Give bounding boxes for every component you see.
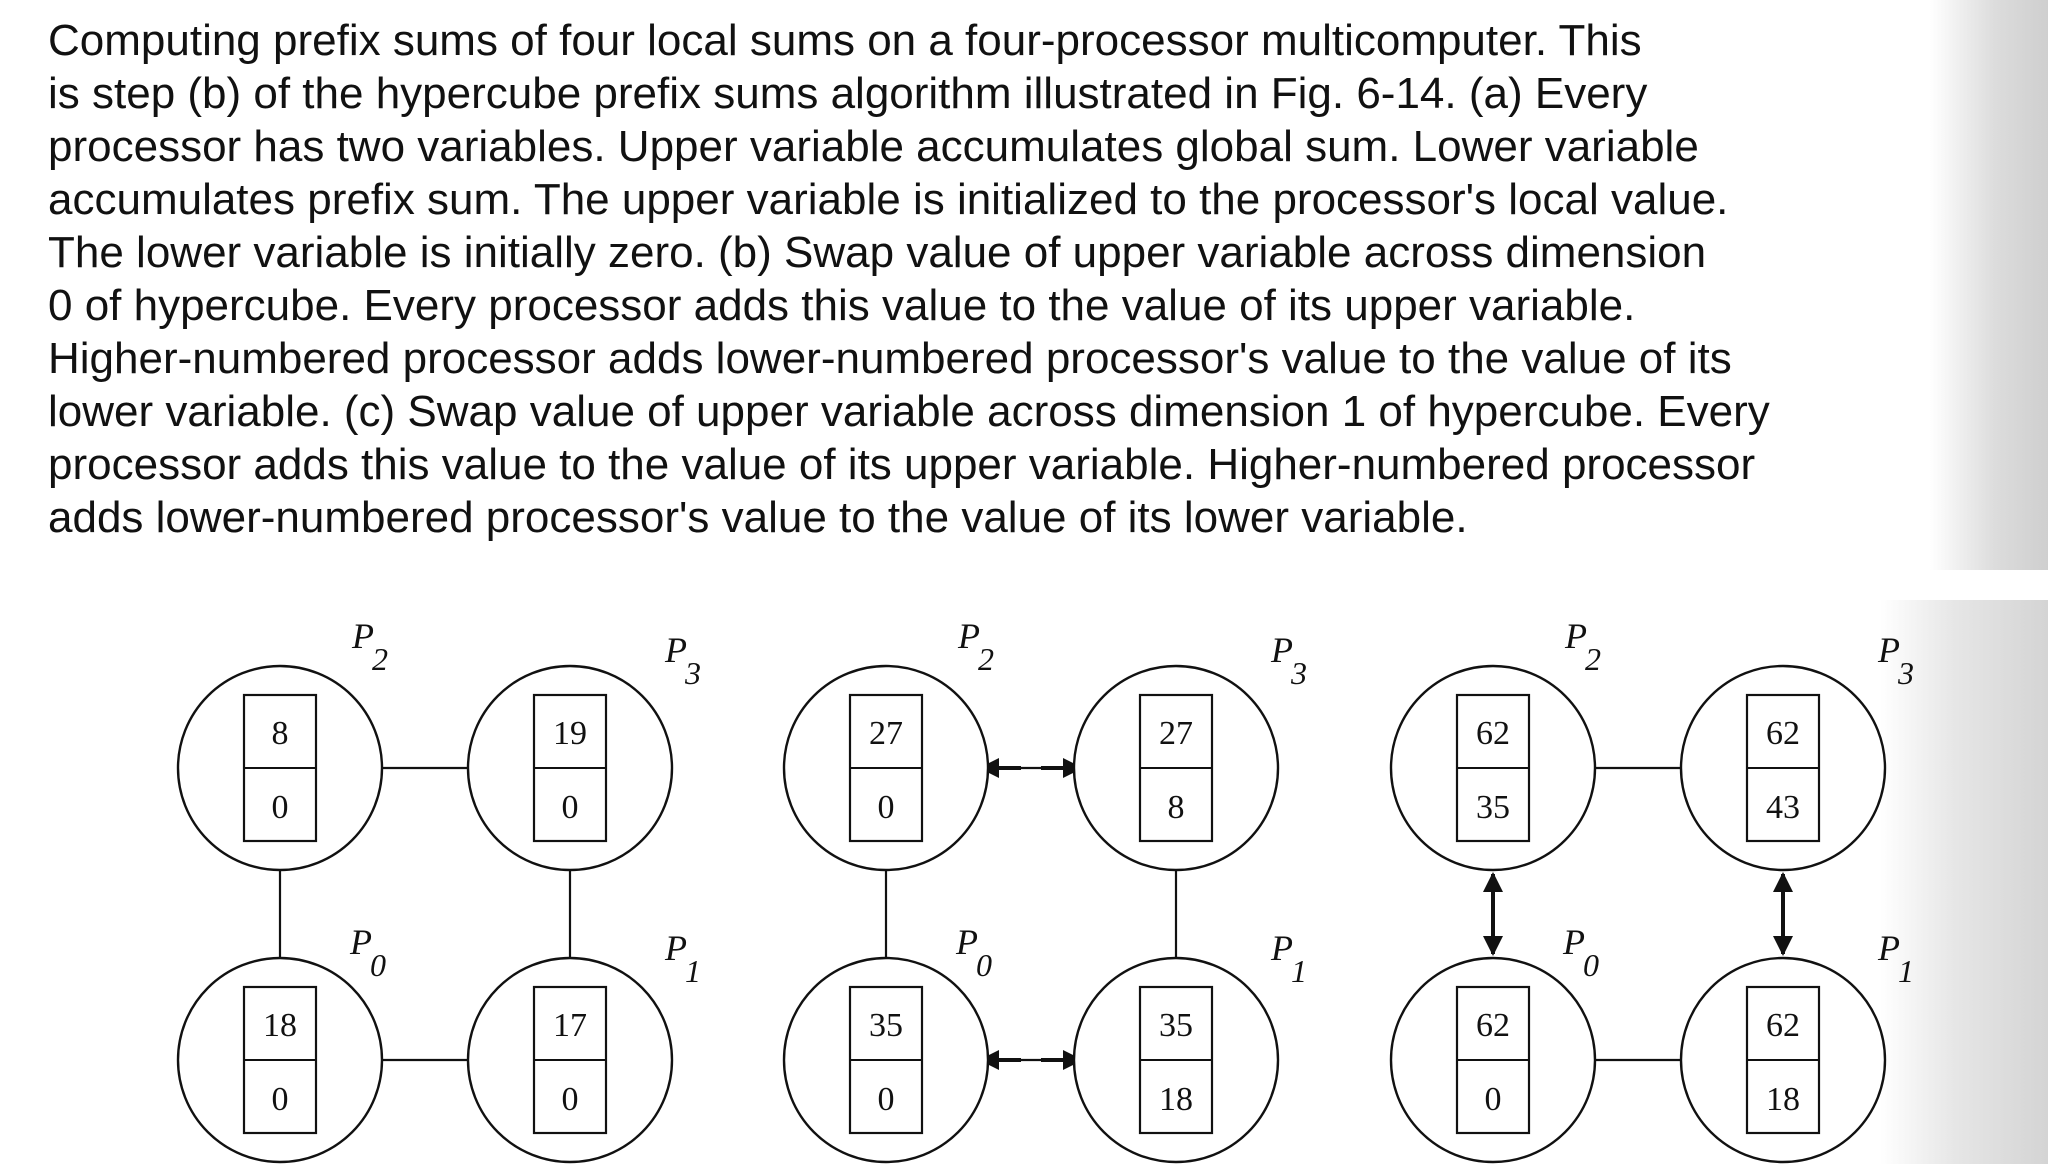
processor-node-p3: 62 43 P3 [1679,630,1914,872]
upper-variable: 8 [272,715,289,752]
processor-label-subscript: 3 [1290,655,1307,691]
caption-line: processor has two variables. Upper varia… [48,122,1699,171]
processor-node-p3: 27 8 P3 [1072,630,1307,872]
processor-label-subscript: 2 [1585,641,1601,677]
caption-line: adds lower-numbered processor's value to… [48,493,1468,542]
processor-label: P [1270,928,1293,968]
processor-label-subscript: 3 [1897,655,1914,691]
processor-label: P [957,616,980,656]
lower-variable: 0 [562,1081,579,1118]
processor-label-subscript: 0 [370,947,386,983]
processor-label: P [351,616,374,656]
processor-label: P [1564,616,1587,656]
caption-line: 0 of hypercube. Every processor adds thi… [48,281,1636,330]
figure-caption: Computing prefix sums of four local sums… [48,14,2028,544]
processor-label: P [664,928,687,968]
lower-variable: 18 [1159,1081,1193,1118]
processor-node-p1: 62 18 P1 [1679,928,1914,1164]
upper-variable: 18 [263,1007,297,1044]
processor-node-p2: 8 0 P2 [176,616,388,872]
page-edge-shadow [1930,0,2048,570]
page-edge-shadow [1880,600,2048,1164]
lower-variable: 0 [1485,1081,1502,1118]
processor-node-p2: 62 35 P2 [1389,616,1601,872]
upper-variable: 19 [553,715,587,752]
lower-variable: 0 [562,789,579,826]
processor-label-subscript: 0 [976,947,992,983]
upper-variable: 35 [869,1007,903,1044]
processor-label-subscript: 1 [685,953,701,989]
processor-node-p1: 17 0 P1 [466,928,701,1164]
processor-label: P [664,630,687,670]
lower-variable: 43 [1766,789,1800,826]
lower-variable: 0 [272,789,289,826]
upper-variable: 62 [1476,715,1510,752]
processor-node-p2: 27 0 P2 [782,616,994,872]
processor-label-subscript: 2 [372,641,388,677]
processor-label-subscript: 1 [1898,953,1914,989]
caption-line: The lower variable is initially zero. (b… [48,228,1707,277]
upper-variable: 27 [869,715,903,752]
processor-label: P [1562,922,1585,962]
processor-label-subscript: 1 [1291,953,1307,989]
processor-label: P [955,922,978,962]
lower-variable: 0 [272,1081,289,1118]
lower-variable: 0 [878,789,895,826]
caption-line: is step (b) of the hypercube prefix sums… [48,69,1648,118]
upper-variable: 62 [1476,1007,1510,1044]
processor-label: P [349,922,372,962]
processor-label: P [1877,928,1900,968]
caption-line: Higher-numbered processor adds lower-num… [48,334,1732,383]
caption-line: processor adds this value to the value o… [48,440,1756,489]
upper-variable: 27 [1159,715,1193,752]
processor-node-p3: 19 0 P3 [466,630,701,872]
caption-line: lower variable. (c) Swap value of upper … [48,387,1770,436]
lower-variable: 8 [1168,789,1185,826]
processor-label-subscript: 2 [978,641,994,677]
upper-variable: 35 [1159,1007,1193,1044]
upper-variable: 62 [1766,715,1800,752]
caption-line: Computing prefix sums of four local sums… [48,16,1642,65]
upper-variable: 17 [553,1007,587,1044]
upper-variable: 62 [1766,1007,1800,1044]
lower-variable: 0 [878,1081,895,1118]
processor-label: P [1270,630,1293,670]
processor-node-p1: 35 18 P1 [1072,928,1307,1164]
processor-label-subscript: 0 [1583,947,1599,983]
hypercube-prefix-sum-figure: 80P2190P3180P0170P1270P2278P3350P03518P1… [176,616,1914,1164]
lower-variable: 35 [1476,789,1510,826]
processor-label-subscript: 3 [684,655,701,691]
caption-line: accumulates prefix sum. The upper variab… [48,175,1729,224]
lower-variable: 18 [1766,1081,1800,1118]
processor-label: P [1877,630,1900,670]
